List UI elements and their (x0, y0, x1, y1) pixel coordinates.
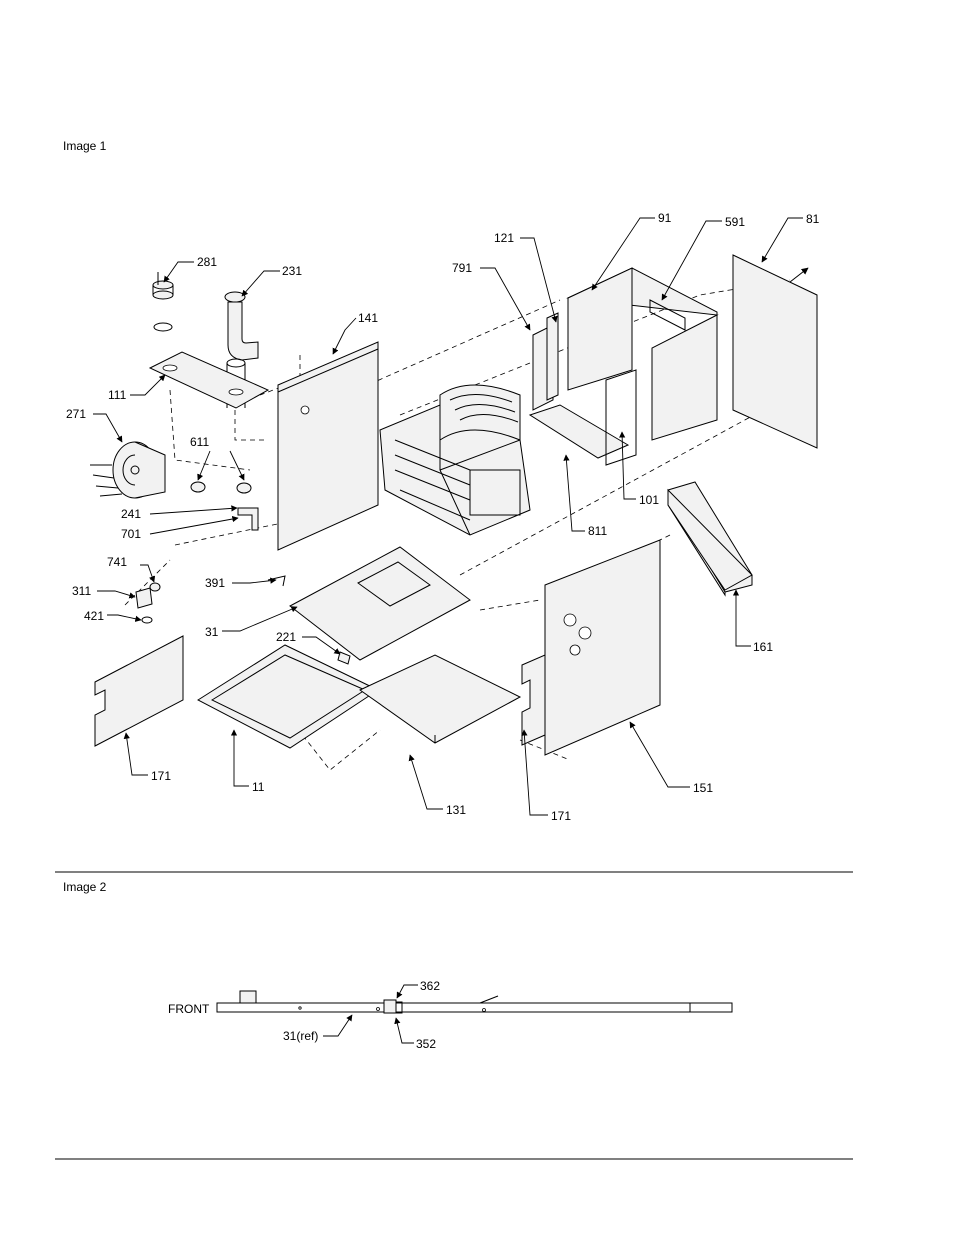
callout-791: 791 (452, 261, 472, 275)
callout-171: 171 (151, 769, 171, 783)
image-1-drawing (90, 255, 817, 770)
callout-281: 281 (197, 255, 217, 269)
callout-101: 101 (639, 493, 659, 507)
callout-271: 271 (66, 407, 86, 421)
callout-121: 121 (494, 231, 514, 245)
callout-171-right: 171 (551, 809, 571, 823)
callout-701: 701 (121, 527, 141, 541)
callout-111: 111 (108, 388, 127, 402)
callout-31: 31 (205, 625, 219, 639)
callout-811: 811 (588, 524, 607, 538)
callout-591: 591 (725, 215, 745, 229)
callout-31-ref: 31(ref) (283, 1029, 318, 1043)
callout-151: 151 (693, 781, 713, 795)
callout-352: 352 (416, 1037, 436, 1051)
callout-421: 421 (84, 609, 104, 623)
callout-611: 611 (190, 435, 209, 449)
callout-311: 311 (72, 584, 91, 598)
image-2-callouts: 362 352 31(ref) (283, 979, 440, 1051)
callout-91: 91 (658, 211, 672, 225)
callout-141: 141 (358, 311, 378, 325)
callout-362: 362 (420, 979, 440, 993)
callout-131: 131 (446, 803, 466, 817)
callout-161: 161 (753, 640, 773, 654)
callout-81: 81 (806, 212, 820, 226)
callout-741: 741 (107, 555, 127, 569)
callout-11: 11 (252, 780, 265, 794)
callout-391: 391 (205, 576, 225, 590)
image-2-drawing: FRONT (168, 991, 732, 1016)
callout-241: 241 (121, 507, 141, 521)
callout-221: 221 (276, 630, 296, 644)
front-label: FRONT (168, 1002, 210, 1016)
callout-231: 231 (282, 264, 302, 278)
